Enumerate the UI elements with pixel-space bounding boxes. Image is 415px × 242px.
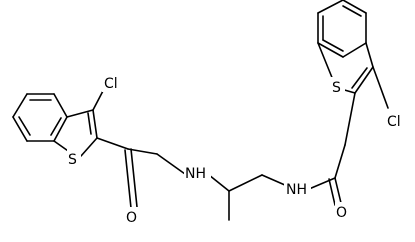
bond xyxy=(156,153,186,175)
sulfur-atom: S xyxy=(332,80,341,96)
bond xyxy=(317,42,334,81)
bond xyxy=(372,66,389,109)
bond xyxy=(308,177,336,190)
bond xyxy=(317,0,344,14)
oxygen-atom: O xyxy=(126,210,137,226)
bond xyxy=(342,5,362,17)
bond xyxy=(328,178,336,206)
label-bg xyxy=(385,110,407,130)
bond xyxy=(80,137,98,157)
label-bg xyxy=(284,179,311,197)
oxygen-atom: O xyxy=(336,205,347,221)
chlorine-atom: Cl xyxy=(387,114,401,130)
sulfur-atom: S xyxy=(68,152,77,168)
bond xyxy=(53,116,68,142)
bond xyxy=(354,66,374,94)
amide-nitrogen: NH xyxy=(185,166,206,182)
label-bg xyxy=(125,207,139,225)
left-benzothiophene xyxy=(12,88,105,157)
bond xyxy=(66,109,94,118)
bond xyxy=(317,42,344,58)
amide-nitrogen: NH xyxy=(286,182,307,198)
chlorine-atom: Cl xyxy=(104,76,118,92)
bond xyxy=(365,42,374,68)
bond xyxy=(322,39,344,52)
label-bg xyxy=(331,77,345,95)
bond xyxy=(344,92,356,146)
right-amide xyxy=(308,144,346,206)
bond xyxy=(351,67,368,89)
bond xyxy=(124,149,132,209)
right-benzothiophene xyxy=(317,0,389,146)
bond xyxy=(53,93,68,118)
label-bg xyxy=(335,202,349,220)
bond xyxy=(130,148,138,208)
bond xyxy=(12,116,28,142)
label-bg xyxy=(184,163,211,181)
bond xyxy=(127,148,158,155)
bond xyxy=(92,109,98,139)
bond xyxy=(342,0,367,14)
bond xyxy=(92,88,105,111)
label-bg xyxy=(102,72,124,92)
left-amide xyxy=(96,137,186,209)
bond xyxy=(342,42,367,58)
propane-linker xyxy=(208,174,295,221)
bond xyxy=(12,93,28,118)
bond xyxy=(18,116,31,136)
bond xyxy=(87,112,92,135)
bond xyxy=(334,177,342,204)
bond xyxy=(228,174,263,192)
bond xyxy=(334,144,346,179)
bond xyxy=(50,117,62,136)
bond xyxy=(96,137,129,150)
bond xyxy=(208,174,230,192)
label-bg xyxy=(67,149,81,167)
